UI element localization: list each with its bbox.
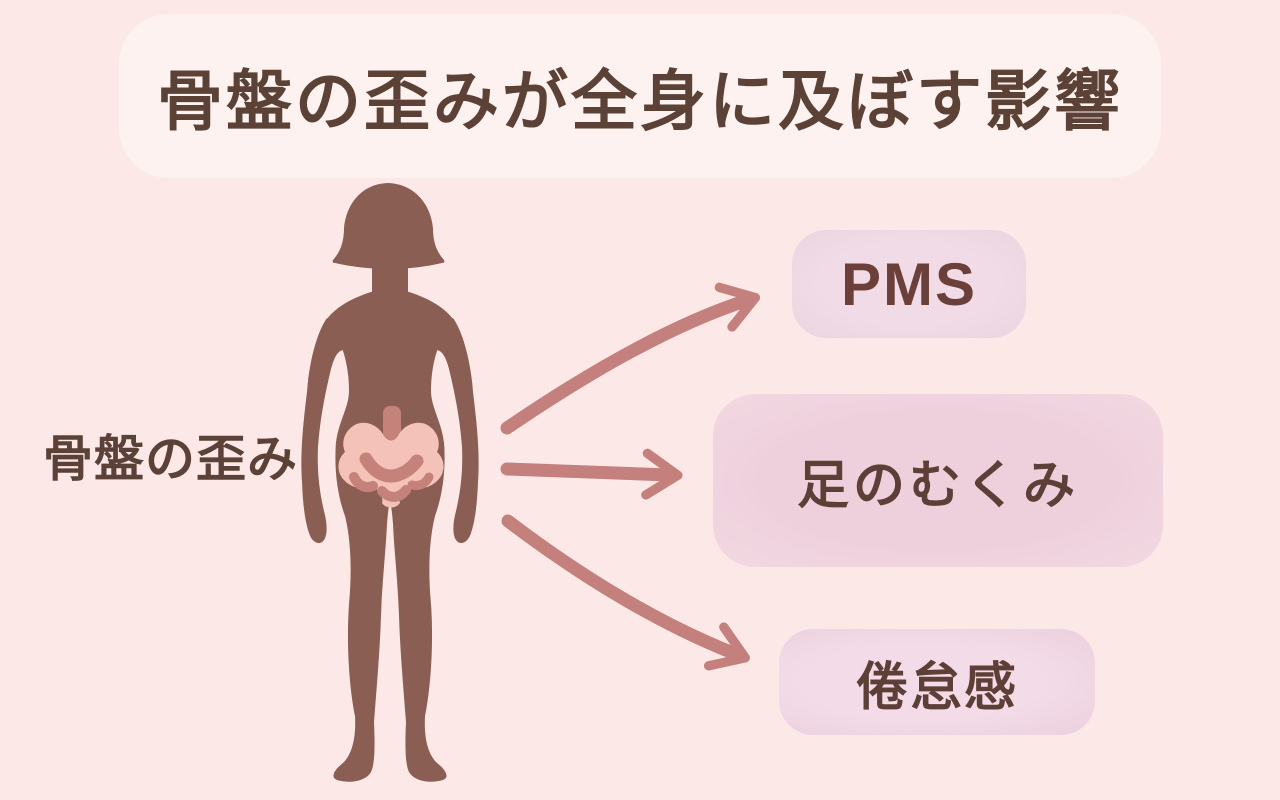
arrows	[500, 282, 761, 671]
effect-box-leg-swelling: 足のむくみ	[713, 394, 1163, 567]
pelvis-sacrum-arc	[359, 452, 424, 483]
pelvis-mark-left	[349, 472, 378, 493]
body-hair	[332, 183, 445, 269]
body-right-arm	[437, 318, 479, 544]
source-label: 骨盤の歪み	[43, 431, 298, 487]
arrow-to-mukumi	[500, 448, 683, 500]
effect-label-fatigue: 倦怠感	[855, 658, 1018, 717]
effect-box-fatigue: 倦怠感	[779, 629, 1095, 735]
arrow-to-kentaikan	[501, 514, 750, 671]
body-neck	[372, 238, 408, 304]
effect-label-pms: PMS	[840, 250, 978, 318]
body-legs	[333, 442, 447, 782]
pelvis-mark-center	[377, 485, 411, 502]
pelvis-icon	[338, 406, 444, 508]
arrow-to-pms	[500, 282, 761, 435]
title-banner: 骨盤の歪みが全身に及ぼす影響	[119, 14, 1161, 178]
pelvis-mark-right	[407, 472, 434, 490]
effect-box-pms: PMS	[792, 230, 1026, 338]
body-left-arm	[301, 318, 343, 544]
page-title: 骨盤の歪みが全身に及ぼす影響	[157, 64, 1123, 138]
effect-label-leg-swelling: 足のむくみ	[796, 457, 1080, 515]
